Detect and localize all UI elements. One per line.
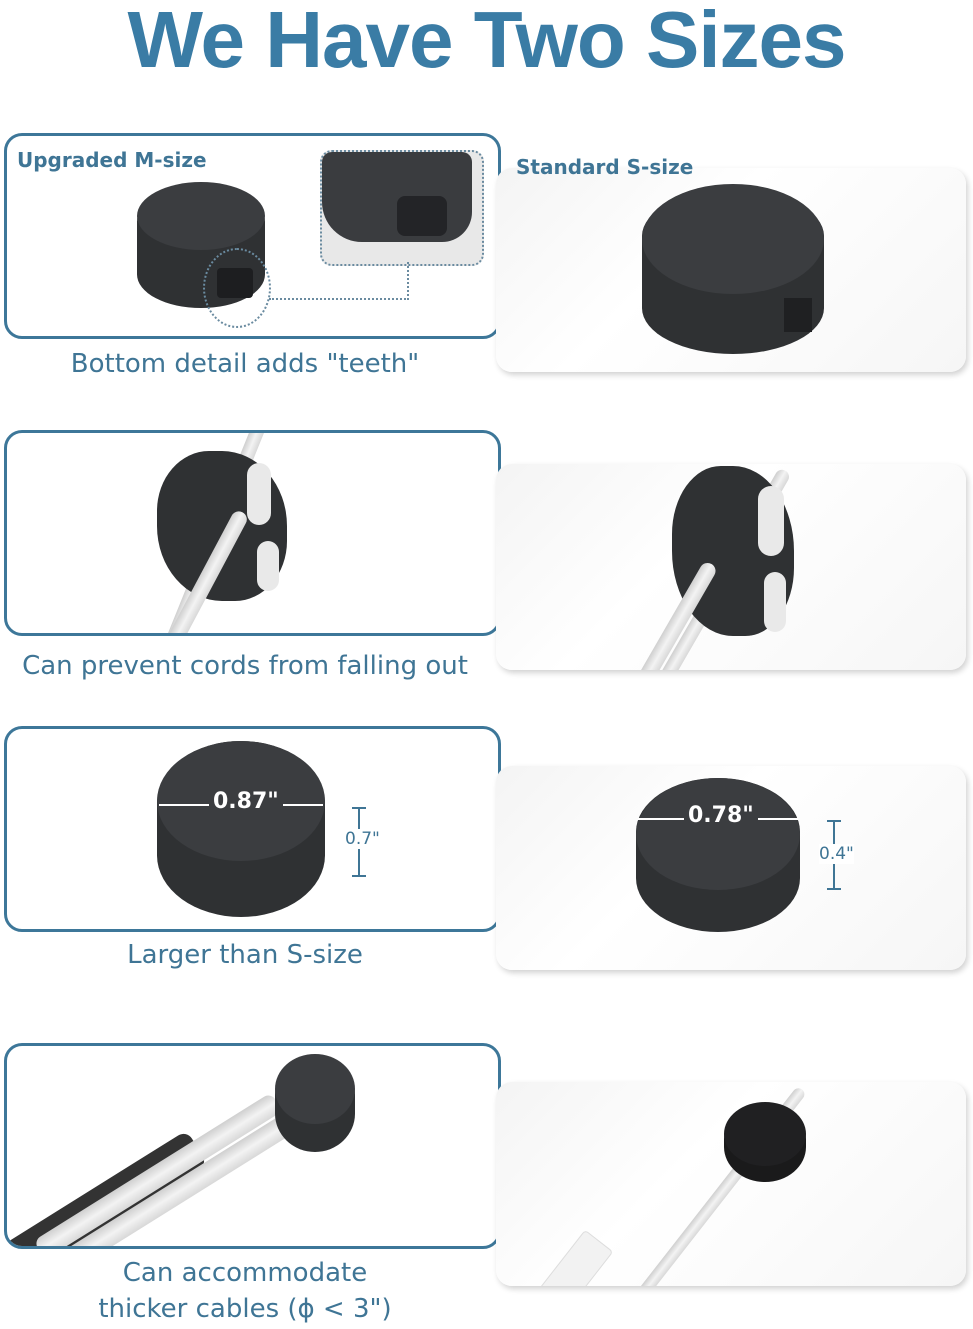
m-size-panel-3: 0.87" 0.7" — [4, 726, 501, 932]
detail-teeth — [397, 196, 447, 236]
detail-circle — [203, 248, 271, 328]
caption-thicker-line2: thicker cables (ϕ < 3") — [98, 1294, 392, 1324]
usb-connector — [534, 1229, 614, 1286]
connector-line — [269, 262, 409, 300]
page-title: We Have Two Sizes — [127, 0, 846, 84]
m-diameter-label: 0.87" — [209, 789, 283, 814]
s-size-puck-top — [636, 778, 800, 890]
s-size-label: Standard S-size — [516, 155, 694, 179]
caption-larger: Larger than S-size — [127, 940, 363, 970]
m-size-puck-top — [137, 182, 265, 250]
m-size-panel-2 — [4, 430, 501, 636]
m-size-panel-1: Upgraded M-size — [4, 133, 501, 339]
m-size-panel-4 — [4, 1043, 501, 1249]
adhesive-bottom — [764, 572, 786, 632]
white-cable — [33, 1092, 283, 1246]
white-cable-2 — [63, 1102, 313, 1246]
s-size-panel-3: 0.78" 0.4" — [496, 766, 966, 970]
m-size-label: Upgraded M-size — [17, 148, 207, 172]
s-size-puck-top — [642, 184, 824, 294]
s-size-puck-top — [724, 1102, 806, 1166]
s-size-panel-1 — [496, 168, 966, 372]
m-size-puck-top — [275, 1054, 355, 1124]
m-height-label: 0.7" — [345, 829, 380, 849]
s-size-panel-4 — [496, 1082, 966, 1286]
caption-cords: Can prevent cords from falling out — [22, 651, 468, 681]
s-height-label: 0.4" — [819, 844, 854, 864]
adhesive-top — [247, 463, 271, 525]
s-diameter-label: 0.78" — [684, 803, 758, 828]
adhesive-top — [758, 486, 784, 556]
adhesive-bottom — [257, 541, 279, 591]
puck-slot — [784, 298, 812, 332]
s-size-panel-2 — [496, 464, 966, 670]
caption-thicker-line1: Can accommodate — [122, 1258, 368, 1288]
caption-teeth: Bottom detail adds "teeth" — [70, 349, 420, 379]
